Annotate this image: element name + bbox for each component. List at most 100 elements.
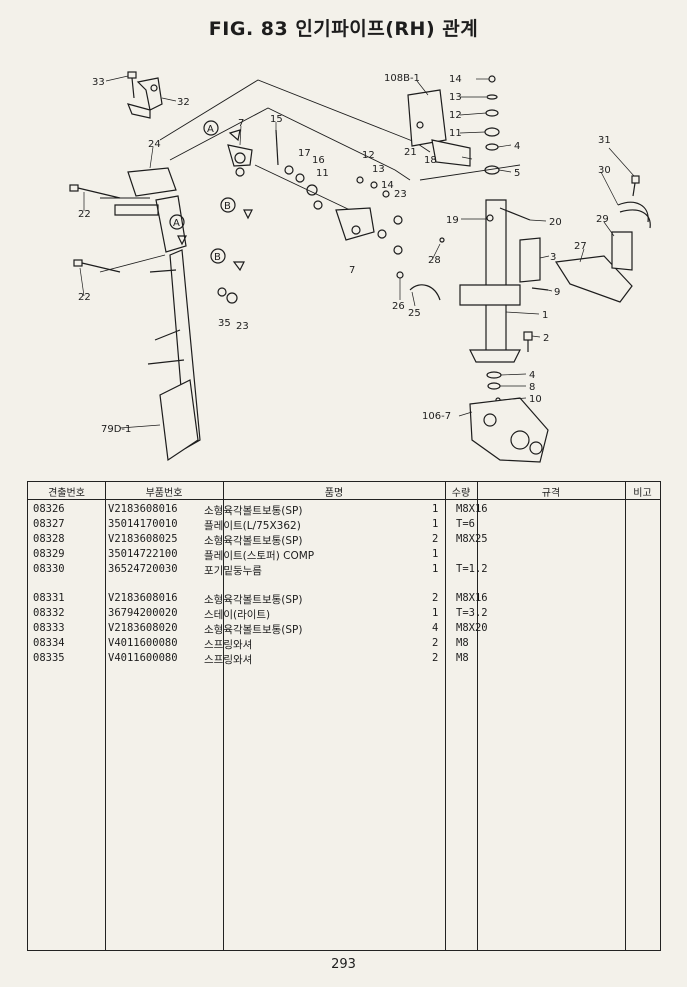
cell-qty: 2: [432, 652, 439, 664]
table-row: 08334 V4011600080 스프링와셔 2 M8: [28, 636, 660, 651]
cell-qty: 1: [432, 563, 439, 575]
header-remark: 비고: [633, 488, 652, 499]
callout-26: 26: [392, 301, 405, 312]
ref-marker-b2: B: [224, 201, 231, 212]
cell-code: V2183608016: [108, 503, 178, 515]
cell-name: 소형육각볼트보통(SP): [204, 624, 303, 636]
callout-31: 31: [598, 135, 611, 146]
cell-code: V4011600080: [108, 652, 178, 664]
ref-marker-a2: A: [173, 218, 180, 229]
cell-name: 소형육각볼트보통(SP): [204, 505, 303, 517]
table-header: 견출번호 부품번호 품명 수량 규격 비고: [28, 482, 660, 500]
cell-name: 소형육각볼트보통(SP): [204, 594, 303, 606]
cell-part-no: 08331: [33, 592, 65, 604]
stay-3: [519, 237, 549, 291]
table-row: 08331 V2183608016 소형육각볼트보통(SP) 2 M8X16: [28, 591, 660, 606]
row-group-gap: [28, 577, 660, 591]
callout-15: 15: [270, 114, 283, 125]
callout-25: 25: [408, 308, 421, 319]
cell-name: 소형육각볼트보통(SP): [204, 535, 303, 547]
pipe-15-17: [275, 129, 323, 210]
cell-qty: 2: [432, 592, 439, 604]
cell-qty: 2: [432, 533, 439, 545]
callout-13a: 13: [372, 164, 385, 175]
callout-22-upper: 22: [78, 209, 91, 220]
cell-qty: 1: [432, 548, 439, 560]
callout-18: 18: [424, 155, 437, 166]
callout-23b: 23: [236, 321, 249, 332]
cell-name: 스프링와셔: [204, 654, 253, 666]
cell-spec: T=3.2: [456, 607, 488, 619]
callout-14b: 14: [449, 74, 462, 85]
callout-106-7: 106-7: [422, 411, 451, 422]
callout-32: 32: [177, 97, 190, 108]
cell-spec: M8X16: [456, 592, 488, 604]
bolt-33: [127, 71, 137, 99]
callout-2: 2: [543, 333, 549, 344]
cell-code: 36524720030: [108, 563, 178, 575]
cell-qty: 1: [432, 503, 439, 515]
cell-part-no: 08327: [33, 518, 65, 530]
cell-part-no: 08335: [33, 652, 65, 664]
washers-4-8-10: [486, 371, 502, 403]
callout-1: 1: [542, 310, 548, 321]
assembly-lines: [99, 79, 521, 273]
table-row: 08328 V2183608025 소형육각볼트보통(SP) 2 M8X25: [28, 532, 660, 547]
column-divider: [105, 482, 106, 950]
cell-part-no: 08326: [33, 503, 65, 515]
cell-code: V2183608025: [108, 533, 178, 545]
callout-108b-1: 108B-1: [384, 73, 420, 84]
callout-28: 28: [428, 255, 441, 266]
pipe-assembly-7a: [227, 144, 253, 177]
header-spec: 규격: [541, 488, 561, 499]
exploded-parts-diagram: 33 32 24 22 22 7 15 17 16 11 12 13 14 23…: [0, 50, 687, 480]
bolt-2: [523, 331, 533, 352]
callout-12a: 12: [362, 150, 375, 161]
callout-4b: 4: [529, 370, 535, 381]
frame-79d-1: [114, 167, 201, 462]
callout-22-lower: 22: [78, 292, 91, 303]
callout-29: 29: [596, 214, 609, 225]
callout-10: 10: [529, 394, 542, 405]
clip-30-31: [617, 175, 651, 229]
washer-stack-11-14: [484, 75, 500, 175]
cell-spec: T=1.2: [456, 563, 488, 575]
callout-19: 19: [446, 215, 459, 226]
cell-part-no: 08334: [33, 637, 65, 649]
header-part-no: 견출번호: [48, 488, 85, 499]
callout-11b: 11: [449, 128, 462, 139]
header-code: 부품번호: [145, 488, 183, 499]
cell-part-no: 08328: [33, 533, 65, 545]
callout-30: 30: [598, 165, 611, 176]
cell-name: 플레이트(스토퍼) COMP: [204, 550, 315, 562]
table-row: 08335 V4011600080 스프링와셔 2 M8: [28, 651, 660, 666]
cell-code: 35014170010: [108, 518, 178, 530]
column-divider: [223, 482, 224, 950]
parts-table: 견출번호 부품번호 품명 수량 규격 비고 08326 V2183608016 …: [27, 481, 661, 951]
callout-13b: 13: [449, 92, 462, 103]
callout-17: 17: [298, 148, 311, 159]
cell-name: 포기밑둥누름: [204, 565, 262, 577]
callout-35: 35: [218, 318, 231, 329]
cell-name: 플레이트(L/75X362): [204, 520, 301, 532]
cell-spec: M8X25: [456, 533, 488, 545]
reference-markers: [169, 120, 253, 272]
washer-35: [217, 287, 238, 304]
callout-4a: 4: [514, 141, 520, 152]
table-row: 08327 35014170010 플레이트(L/75X362) 1 T=6: [28, 517, 660, 532]
assembly-106-7: [469, 397, 549, 463]
bracket-32: [126, 77, 163, 119]
pipe-assembly-7b: [335, 207, 403, 255]
pipe-25-26-28: [396, 237, 445, 301]
callout-20: 20: [549, 217, 562, 228]
cell-code: 36794200020: [108, 607, 178, 619]
callout-24: 24: [148, 139, 161, 150]
callout-7b: 7: [349, 265, 355, 276]
callout-5: 5: [514, 168, 520, 179]
callout-33: 33: [92, 77, 105, 88]
page-title: FIG. 83 인기파이프(RH) 관계: [208, 18, 479, 40]
cell-qty: 1: [432, 607, 439, 619]
table-row: 08329 35014722100 플레이트(스토퍼) COMP 1: [28, 547, 660, 562]
callout-11a: 11: [316, 168, 329, 179]
callout-79d-1: 79D-1: [101, 424, 131, 435]
